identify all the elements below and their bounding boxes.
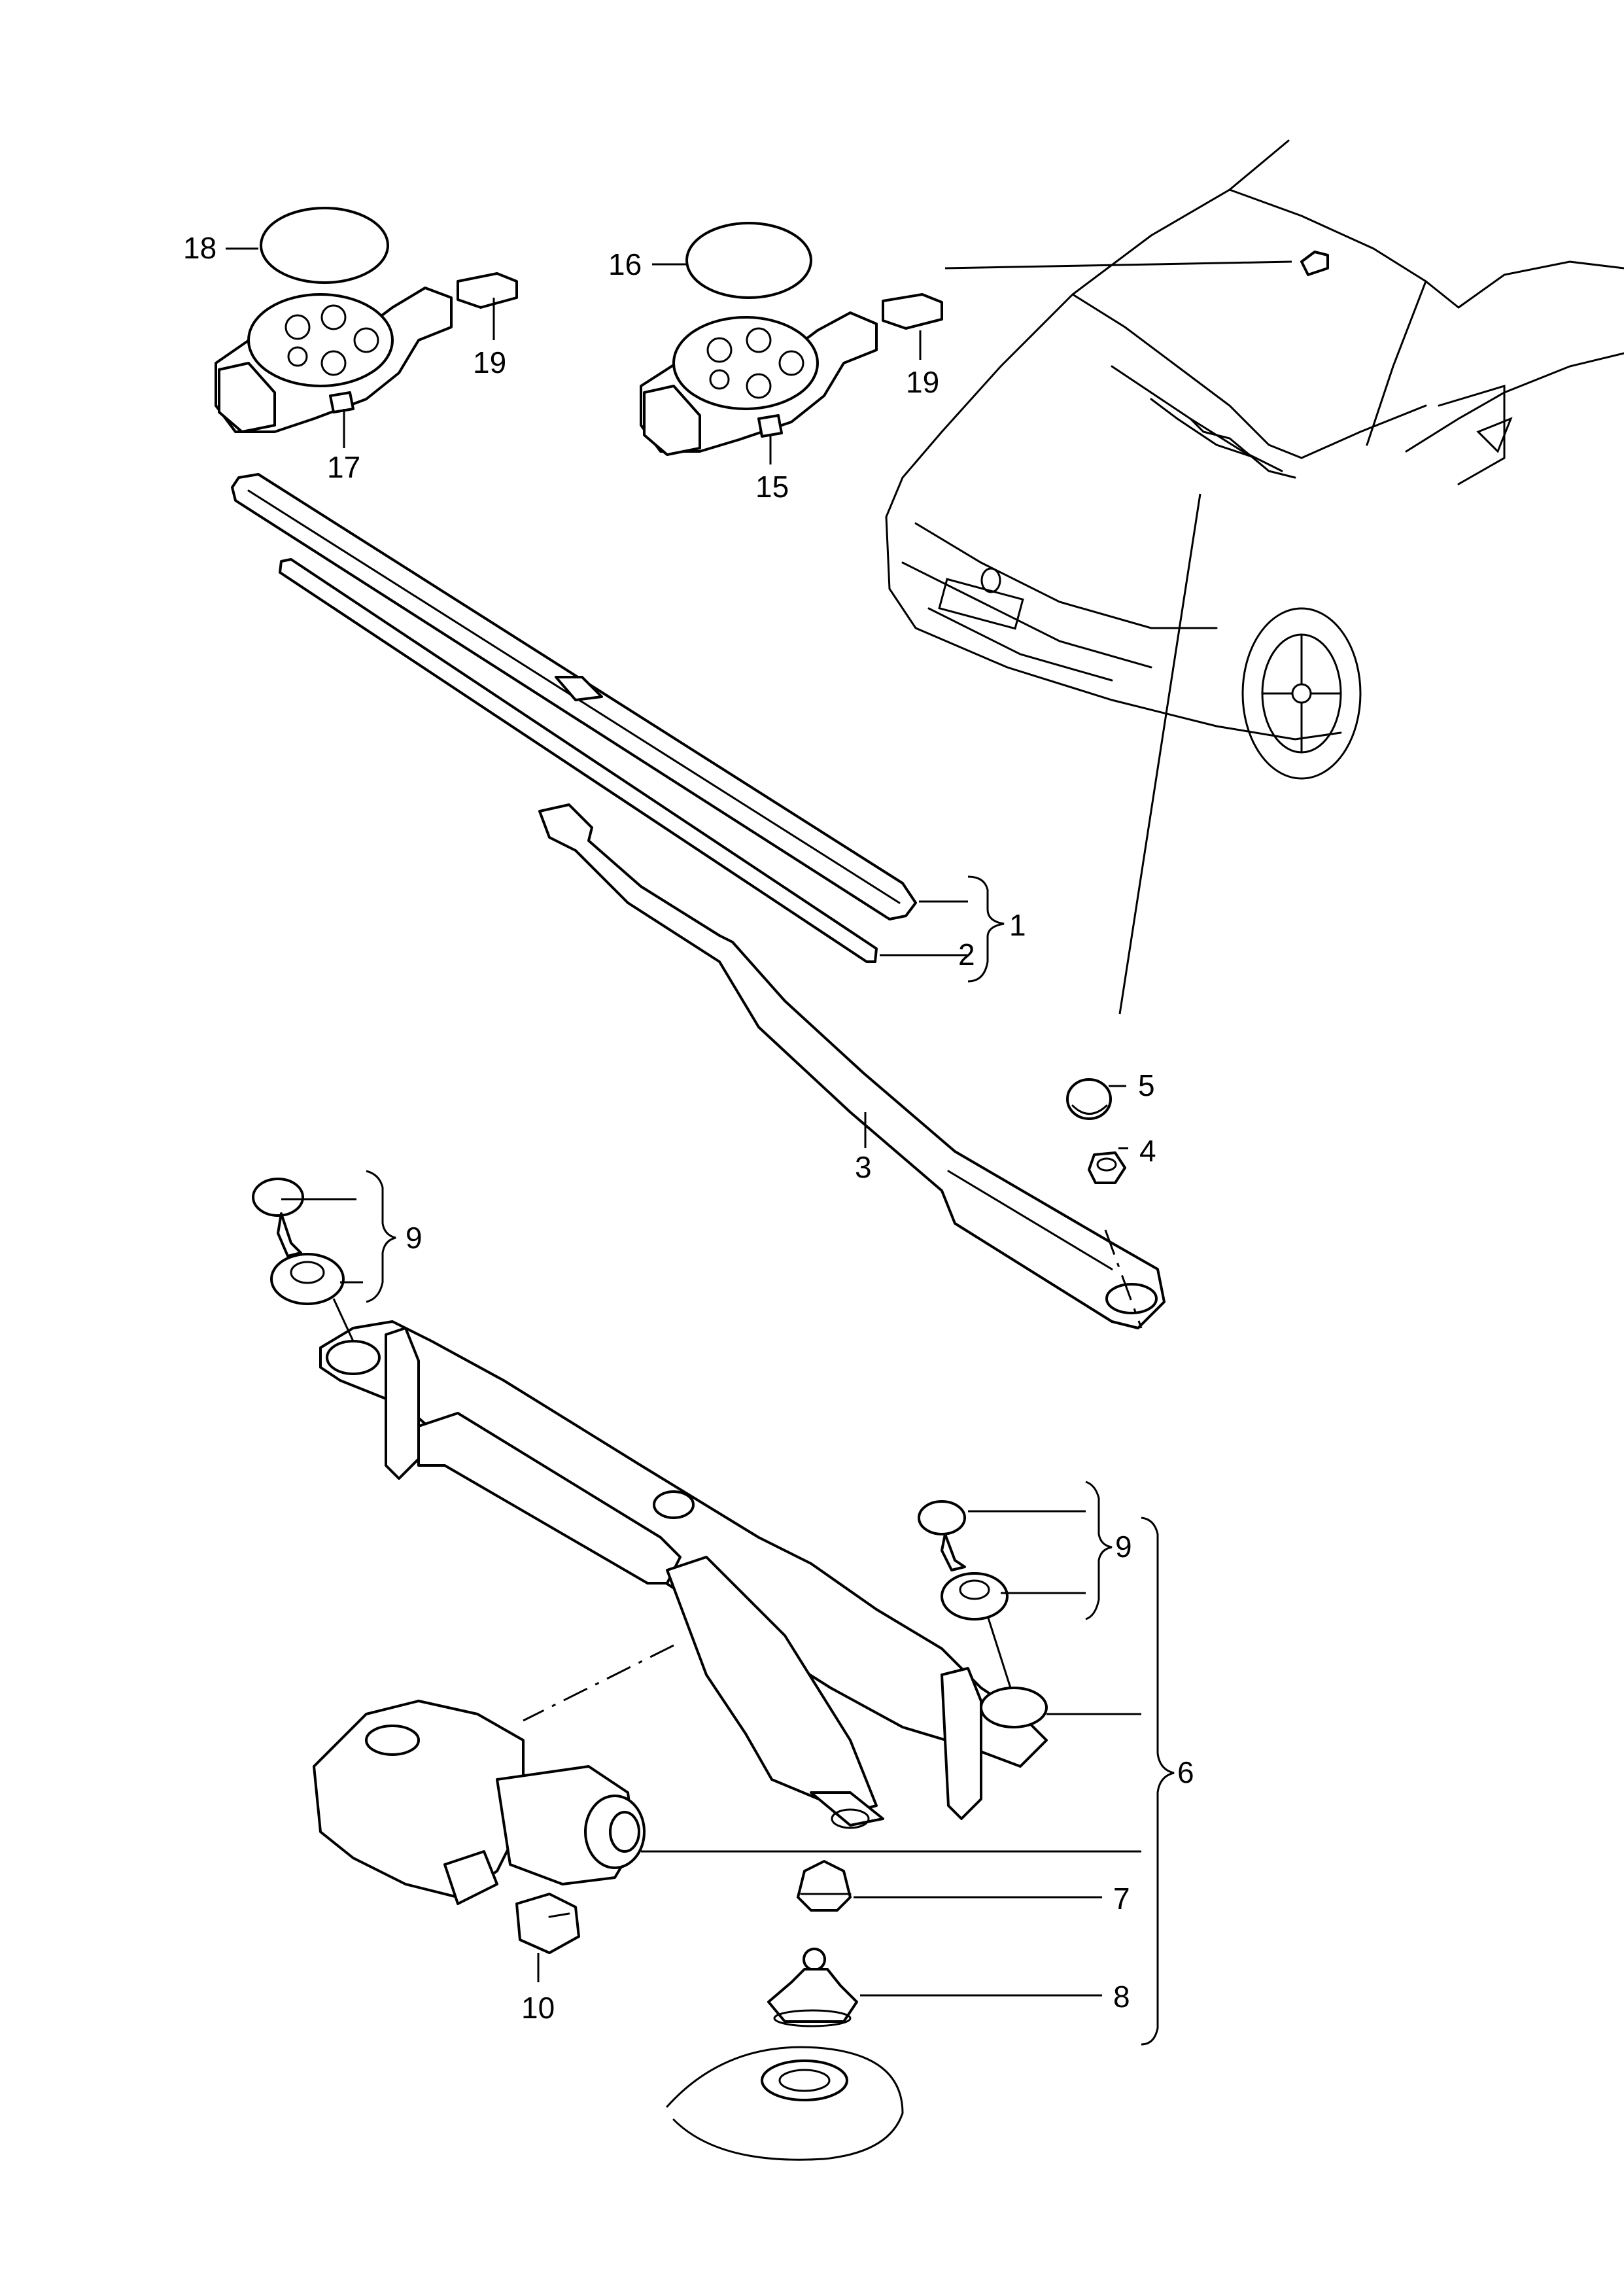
callout-18: 18 [183, 231, 216, 265]
callout-10: 10 [521, 1991, 555, 2025]
connector-10 [515, 1893, 580, 1954]
connector-19-middle [882, 293, 943, 330]
callout-9-right: 9 [1115, 1530, 1132, 1564]
bolt-grommet-9-right [918, 1500, 1009, 1621]
callout-19-middle: 19 [906, 365, 939, 399]
wiper-rubber-2 [279, 558, 878, 963]
sensor-pad-16 [685, 222, 812, 299]
callout-9-left: 9 [406, 1221, 423, 1255]
callout-2: 2 [958, 937, 975, 972]
callout-7: 7 [1113, 1882, 1130, 1916]
callout-16: 16 [608, 247, 642, 281]
callout-3: 3 [855, 1150, 872, 1184]
callout-1: 1 [1009, 908, 1026, 942]
connector-19-left [457, 272, 518, 309]
callout-4: 4 [1139, 1134, 1156, 1168]
wiper-motor [313, 1700, 646, 1905]
car-illustration [885, 139, 1624, 780]
wiper-arm-3 [538, 803, 1166, 1329]
cover-cap-5 [1066, 1078, 1112, 1120]
bolt-grommet-9-left [252, 1178, 345, 1305]
rubber-boot-8 [767, 1948, 858, 2027]
rain-sensor-left [215, 207, 518, 433]
rain-sensor-middle [640, 222, 943, 456]
wiper-linkage-6 [319, 1320, 1048, 1829]
callout-15: 15 [755, 470, 789, 504]
nut-4 [1088, 1151, 1126, 1184]
cap-7 [797, 1860, 852, 1912]
callout-labels: 18 16 19 19 17 15 1 2 5 4 3 9 9 6 7 8 10 [183, 231, 1194, 2025]
callout-8: 8 [1113, 1980, 1130, 2014]
callout-17: 17 [327, 450, 360, 484]
wiper-blade-1 [231, 473, 917, 920]
leader-lines [226, 247, 1292, 2046]
sensor-pad-18 [260, 207, 389, 284]
callout-19-left: 19 [473, 345, 506, 379]
callout-6: 6 [1177, 1755, 1194, 1789]
callout-5: 5 [1138, 1068, 1155, 1102]
body-panel-opening [666, 2046, 904, 2161]
